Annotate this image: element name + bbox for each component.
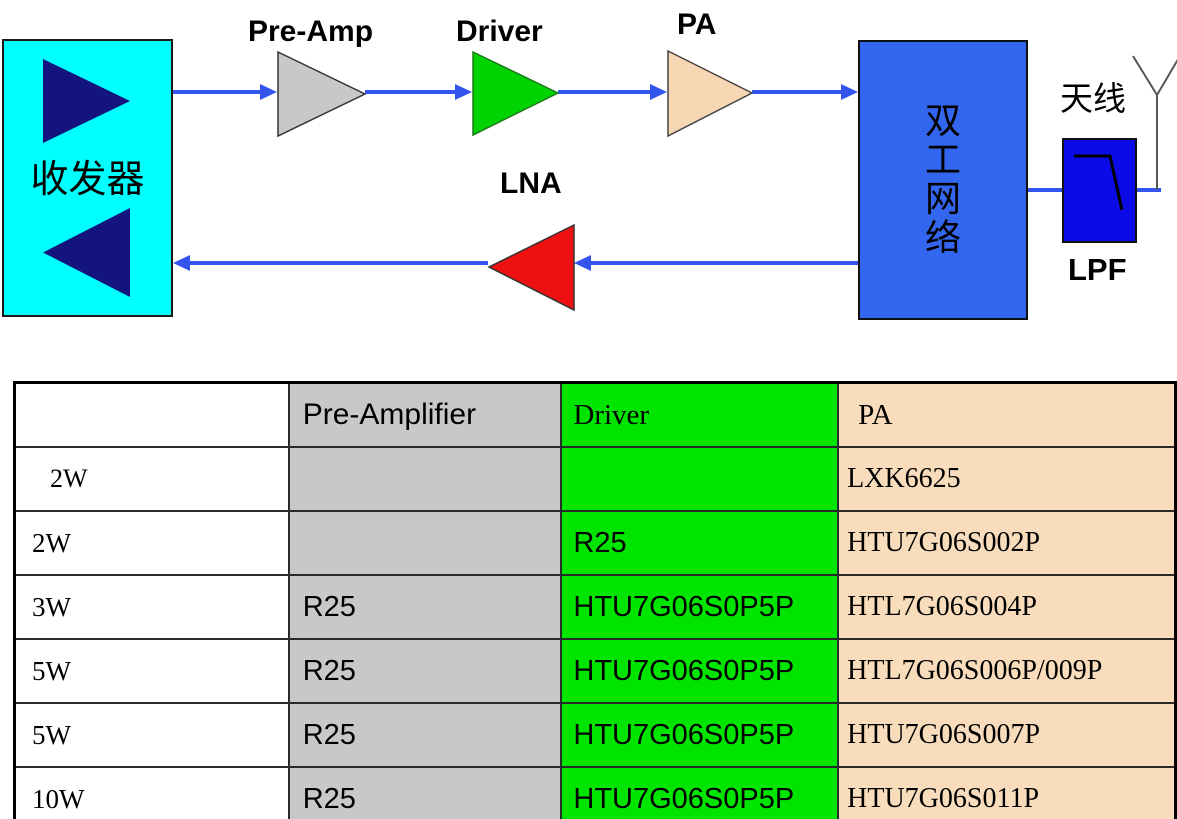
duplexer-char: 工: [924, 140, 961, 180]
signal-line-tx-to-preamp: [173, 90, 261, 94]
lpf-box: [1062, 138, 1137, 243]
signal-line-duplexer-to-lpf: [1028, 188, 1062, 192]
table-row: 2W LXK6625: [13, 446, 1177, 512]
arrowhead-icon: [841, 84, 858, 100]
signal-line-pa-to-duplexer: [752, 90, 842, 94]
signal-line-lna-to-tx: [190, 261, 488, 265]
table-row: 10W R25 HTU7G06S0P5P HTU7G06S011P: [13, 766, 1177, 819]
signal-line-duplexer-to-lna: [591, 261, 858, 265]
header-driver: Driver: [560, 381, 840, 448]
cell-driver: HTU7G06S0P5P: [560, 638, 840, 704]
driver-triangle-icon: [472, 51, 560, 137]
cell-pre-amplifier: R25: [287, 638, 563, 704]
signal-line-preamp-to-driver: [365, 90, 456, 94]
table-row: 5W R25 HTU7G06S0P5P HTL7G06S006P/009P: [13, 638, 1177, 704]
duplexer-box: 双 工 网 络: [858, 40, 1028, 320]
transceiver-box: 收发器: [2, 39, 173, 317]
preamp-label: Pre-Amp: [248, 15, 374, 48]
lna-label: LNA: [500, 167, 562, 200]
signal-line-driver-to-pa: [558, 90, 651, 94]
cell-power: 2W: [13, 510, 290, 576]
cell-pre-amplifier: [287, 510, 563, 576]
cell-power: 3W: [13, 574, 290, 640]
cell-pa: HTL7G06S004P: [837, 574, 1177, 640]
pa-triangle-icon: [667, 50, 754, 138]
header-pre-amplifier: Pre-Amplifier: [287, 381, 563, 448]
cell-pa: HTL7G06S006P/009P: [837, 638, 1177, 704]
cell-driver: HTU7G06S0P5P: [560, 766, 840, 819]
header-power: [13, 381, 290, 448]
cell-pre-amplifier: R25: [287, 702, 563, 768]
cell-pre-amplifier: R25: [287, 574, 563, 640]
arrowhead-icon: [574, 255, 591, 271]
arrowhead-icon: [650, 84, 667, 100]
tx-forward-triangle-icon: [43, 59, 130, 143]
transceiver-label: 收发器: [30, 159, 145, 201]
cell-pa: HTU7G06S007P: [837, 702, 1177, 768]
cell-pa: LXK6625: [837, 446, 1177, 512]
cell-pa: HTU7G06S002P: [837, 510, 1177, 576]
cell-driver: HTU7G06S0P5P: [560, 574, 840, 640]
table-row: 3W R25 HTU7G06S0P5P HTL7G06S004P: [13, 574, 1177, 640]
cell-driver: [560, 446, 840, 512]
duplexer-char: 网: [924, 179, 961, 219]
amplifier-lineup-table: Pre-Amplifier Driver PA 2W LXK6625 2W R2…: [13, 381, 1177, 819]
header-pa: PA: [837, 381, 1177, 448]
cell-driver: R25: [560, 510, 840, 576]
table-row: 5W R25 HTU7G06S0P5P HTU7G06S007P: [13, 702, 1177, 768]
antenna-icon: [1132, 55, 1177, 190]
cell-pa: HTU7G06S011P: [837, 766, 1177, 819]
cell-power: 10W: [13, 766, 290, 819]
lna-triangle-icon: [487, 224, 575, 312]
lowpass-curve-icon: [1074, 154, 1124, 211]
pa-label: PA: [677, 8, 717, 41]
table-row: 2W R25 HTU7G06S002P: [13, 510, 1177, 576]
duplexer-char: 双: [924, 101, 961, 141]
cell-driver: HTU7G06S0P5P: [560, 702, 840, 768]
cell-power: 2W: [13, 446, 290, 512]
arrowhead-icon: [173, 255, 190, 271]
tx-reverse-triangle-icon: [43, 208, 130, 297]
lpf-label: LPF: [1068, 252, 1127, 287]
preamp-triangle-icon: [277, 51, 367, 138]
arrowhead-icon: [455, 84, 472, 100]
arrowhead-icon: [260, 84, 277, 100]
antenna-label: 天线: [1060, 82, 1126, 118]
cell-pre-amplifier: R25: [287, 766, 563, 819]
driver-label: Driver: [456, 15, 543, 48]
table-header-row: Pre-Amplifier Driver PA: [13, 381, 1177, 448]
signal-line-lpf-to-antenna: [1137, 188, 1161, 192]
cell-power: 5W: [13, 702, 290, 768]
cell-power: 5W: [13, 638, 290, 704]
block-diagram: 收发器 Pre-Amp Driver PA LNA: [0, 0, 1177, 380]
cell-pre-amplifier: [287, 446, 563, 512]
duplexer-char: 络: [924, 218, 961, 258]
